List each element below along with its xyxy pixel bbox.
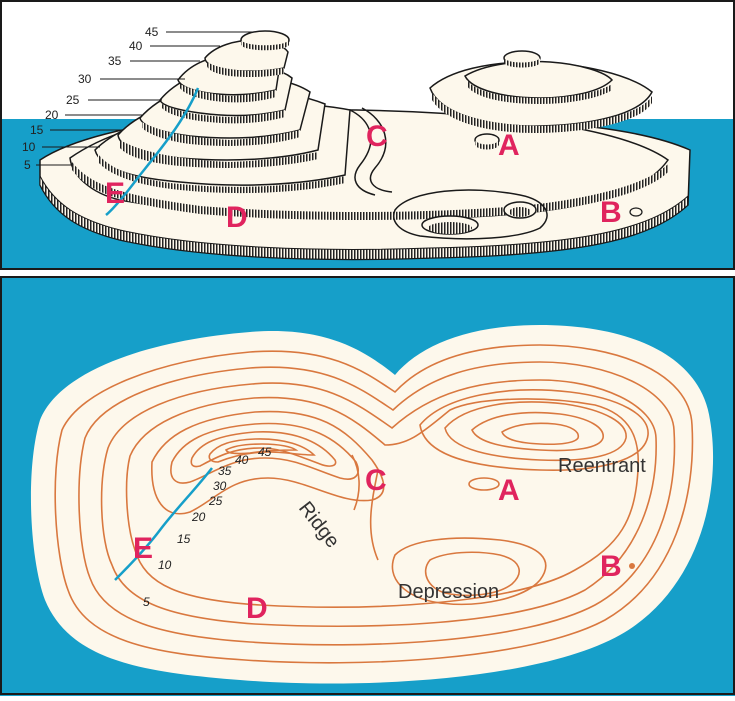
elevation-15: 15 <box>30 123 44 137</box>
marker-a-top: A <box>498 129 520 162</box>
contour-label-25: 25 <box>208 494 223 508</box>
marker-e-top: E <box>105 177 125 210</box>
contour-label-40: 40 <box>235 453 249 467</box>
knoll-dot <box>629 563 635 569</box>
elevation-5: 5 <box>24 158 31 172</box>
marker-d-top: D <box>226 201 248 234</box>
elevation-45: 45 <box>145 25 159 39</box>
contour-label-5: 5 <box>143 595 150 609</box>
contour-label-10: 10 <box>158 558 172 572</box>
elevation-10: 10 <box>22 140 36 154</box>
label-depression: Depression <box>398 581 499 603</box>
elevation-40: 40 <box>129 39 143 53</box>
contour-label-20: 20 <box>191 510 206 524</box>
marker-c-top: C <box>366 120 388 153</box>
elevation-25: 25 <box>66 93 80 107</box>
contour-label-30: 30 <box>213 479 227 493</box>
elevation-30: 30 <box>78 72 92 86</box>
contour-label-45: 45 <box>258 445 272 459</box>
elevation-35: 35 <box>108 54 122 68</box>
contour-map-panel: 45 40 35 30 25 20 15 10 5 C A B D E Reen… <box>0 276 735 696</box>
elevation-20: 20 <box>45 108 59 122</box>
marker-b-top: B <box>600 196 622 229</box>
marker-c-map: C <box>365 464 387 497</box>
marker-e-map: E <box>133 532 153 565</box>
marker-d-map: D <box>246 592 268 625</box>
label-reentrant: Reentrant <box>558 455 646 477</box>
contour-label-35: 35 <box>218 464 232 478</box>
marker-a-map: A <box>498 474 520 507</box>
block-diagram-panel: 45 40 35 30 25 20 15 10 5 C A B D E <box>0 0 735 270</box>
contour-label-15: 15 <box>177 532 191 546</box>
marker-b-map: B <box>600 550 622 583</box>
